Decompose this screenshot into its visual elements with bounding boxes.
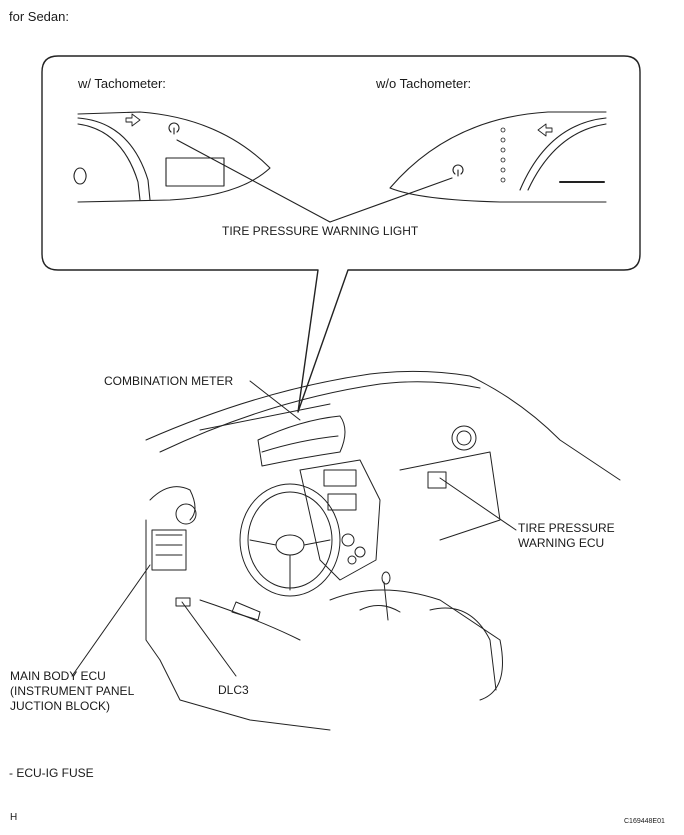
dashboard-drawing	[145, 370, 621, 731]
figure-code: C169448E01	[624, 818, 665, 825]
indicator-dots	[500, 127, 506, 183]
tire-warning-icon	[168, 122, 180, 135]
label-dlc3: DLC3	[218, 683, 249, 697]
label-with-tachometer: w/ Tachometer:	[78, 76, 166, 91]
label-without-tachometer: w/o Tachometer:	[376, 76, 472, 91]
leader-lines	[71, 380, 517, 677]
cluster-with-tachometer	[73, 111, 331, 223]
label-tire-pressure-warning-light: TIRE PRESSURE WARNING LIGHT	[222, 224, 419, 238]
callout-bubble	[41, 55, 641, 413]
label-tire-pressure-warning-ecu: TIRE PRESSURE WARNING ECU	[518, 521, 615, 550]
page-title: for Sedan:	[9, 9, 69, 24]
cluster-without-tachometer	[329, 111, 607, 223]
page-marker: H	[10, 812, 18, 823]
fuse-note: - ECU-IG FUSE	[9, 766, 94, 780]
tire-warning-icon	[452, 164, 464, 177]
label-combination-meter: COMBINATION METER	[104, 374, 234, 388]
label-main-body-ecu: MAIN BODY ECU (INSTRUMENT PANEL JUCTION …	[10, 669, 135, 713]
